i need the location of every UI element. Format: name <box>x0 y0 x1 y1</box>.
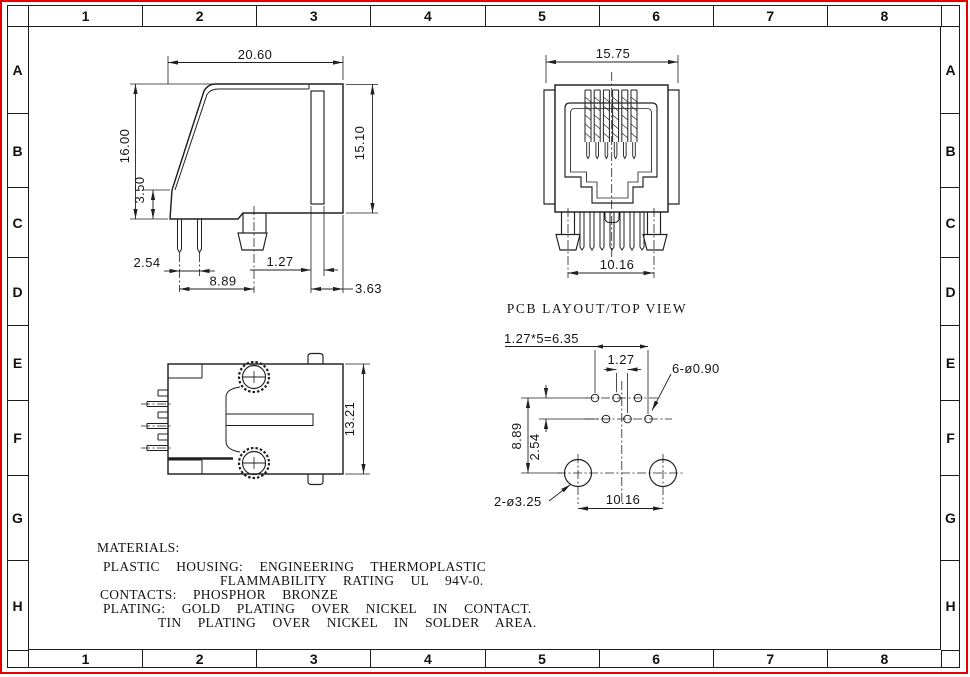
grid-row-label: H <box>7 561 28 651</box>
front-view-opening-inner <box>570 108 652 199</box>
pcb-layout-view: 1.27*5=6.35 1.27 6-ø0.90 8.89 2.54 2-ø3.… <box>494 331 720 511</box>
grid-col-label: 8 <box>828 5 942 26</box>
side-view-pins <box>177 219 202 254</box>
grid-col-label: 3 <box>257 5 372 26</box>
front-view-posts <box>555 212 668 251</box>
dim-pcb-mounting-span: 10.16 <box>606 492 641 507</box>
front-view-flanges <box>543 89 680 205</box>
grid-row-label: B <box>7 114 28 188</box>
grid-row-label: B <box>941 114 960 188</box>
grid-band-right: A B C D E F G H <box>941 26 960 651</box>
dim-top-depth: 13.21 <box>342 402 357 437</box>
top-view-tabs <box>307 352 324 486</box>
dim-side-panel-gap: 1.27 <box>267 254 294 269</box>
dim-pcb-pin-pitch: 1.27 <box>608 352 635 367</box>
grid-col-label: 8 <box>828 650 942 668</box>
grid-row-label: C <box>7 188 28 258</box>
label-pcb-mounting-holes: 2-ø3.25 <box>494 494 542 509</box>
side-view-outline <box>169 83 344 220</box>
dim-side-pin-to-peg: 8.89 <box>210 274 237 289</box>
grid-col-label: 7 <box>714 5 828 26</box>
dim-front-leg-span: 10.16 <box>600 257 635 272</box>
grid-row-label: G <box>941 476 960 561</box>
sheet-outer-frame <box>7 5 960 668</box>
top-view: 13.21 <box>141 352 370 486</box>
grid-row-label: F <box>7 401 28 476</box>
grid-col-label: 3 <box>257 650 372 668</box>
side-view-peg <box>237 213 268 251</box>
front-view: 15.75 10.16 PCB LAYOUT/TOP VIEW <box>507 46 687 316</box>
grid-row-label: D <box>7 258 28 326</box>
grid-col-label: 2 <box>143 650 258 668</box>
grid-row-label: E <box>7 326 28 401</box>
dim-front-width: 15.75 <box>596 46 631 61</box>
top-view-boss <box>237 360 271 394</box>
dim-pcb-row-span: 1.27*5=6.35 <box>504 331 579 346</box>
label-pcb-contact-holes: 6-ø0.90 <box>672 361 720 376</box>
front-view-opening <box>564 102 658 204</box>
grid-row-label: F <box>941 401 960 476</box>
dim-side-flange-offset: 3.63 <box>355 281 382 296</box>
top-view-pins <box>146 389 168 451</box>
grid-band-top: 1 2 3 4 5 6 7 8 <box>28 5 942 26</box>
grid-col-label: 5 <box>486 5 600 26</box>
grid-row-label: A <box>7 27 28 114</box>
grid-col-label: 6 <box>600 5 714 26</box>
grid-col-label: 5 <box>486 650 600 668</box>
side-view: 20.60 16.00 3.50 15.10 2.54 8.89 1.27 3.… <box>117 47 382 296</box>
grid-col-label: 1 <box>29 5 144 26</box>
dim-side-pin-pitch: 2.54 <box>134 255 161 270</box>
grid-row-label: C <box>941 188 960 258</box>
dim-side-height: 16.00 <box>117 129 132 164</box>
side-view-panel-strip <box>310 90 325 205</box>
grid-row-label: A <box>941 27 960 114</box>
sheet-inner-frame <box>28 26 941 650</box>
grid-row-label: H <box>941 561 960 651</box>
pcb-layout-title: PCB LAYOUT/TOP VIEW <box>507 301 687 316</box>
side-view-latch-line <box>174 84 310 191</box>
grid-band-left: A B C D E F G H <box>7 26 28 651</box>
dim-side-face-height: 15.10 <box>352 126 367 161</box>
grid-col-label: 4 <box>371 5 486 26</box>
grid-band-bottom: 1 2 3 4 5 6 7 8 <box>28 650 942 668</box>
top-view-slot <box>225 413 314 426</box>
grid-row-label: D <box>941 258 960 326</box>
dim-pcb-row-offset: 2.54 <box>527 434 542 461</box>
top-view-contour <box>225 386 241 453</box>
grid-col-label: 6 <box>600 650 714 668</box>
grid-col-label: 4 <box>371 650 486 668</box>
dim-pcb-row-distance: 8.89 <box>509 423 524 450</box>
front-view-contacts <box>584 89 638 159</box>
grid-row-label: E <box>941 326 960 401</box>
grid-col-label: 1 <box>29 650 144 668</box>
grid-row-label: G <box>7 476 28 561</box>
grid-col-label: 7 <box>714 650 828 668</box>
grid-col-label: 2 <box>143 5 258 26</box>
dim-side-width: 20.60 <box>238 47 273 62</box>
dim-side-pin-length: 3.50 <box>132 177 147 204</box>
